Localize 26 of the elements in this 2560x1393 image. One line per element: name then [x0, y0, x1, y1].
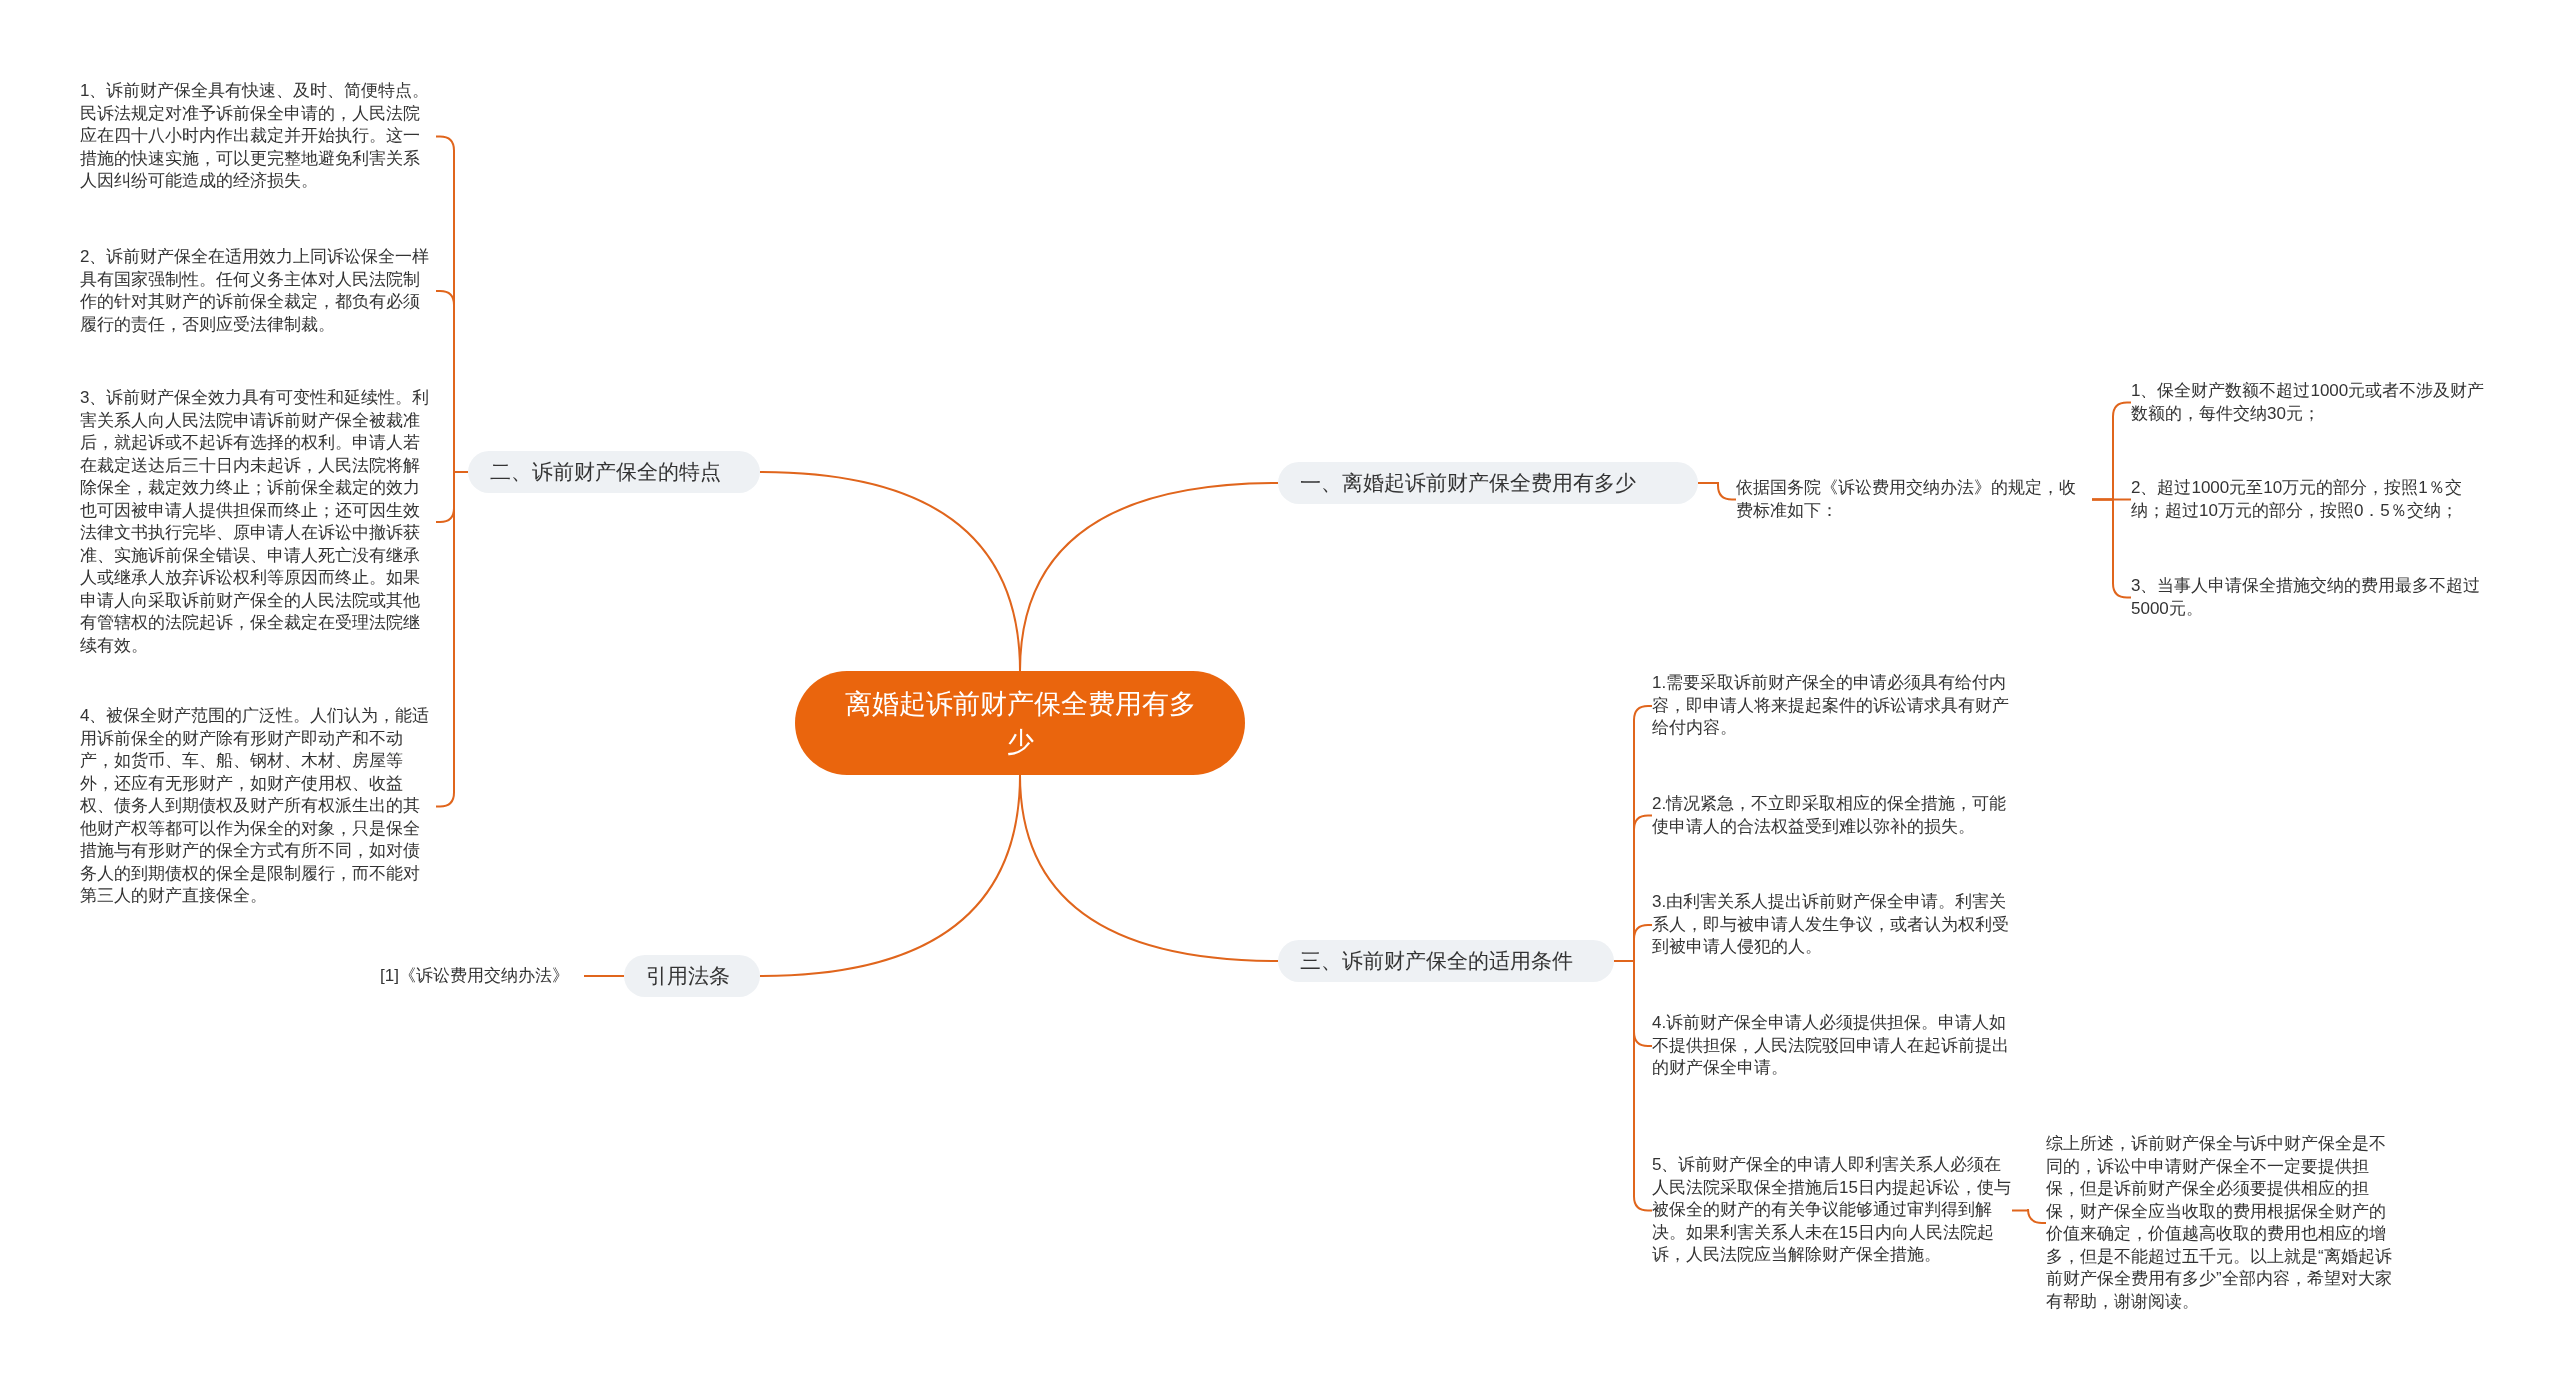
topic-pill: 引用法条	[624, 955, 760, 997]
topic-text: 3、诉前财产保全效力具有可变性和延续性。利害关系人向人民法院申请诉前财产保全被裁准后，就起诉或不起诉有选择的权利。申请人若在裁定送达后三十日内未起诉，人民法院将解除保全，裁定效力终止；诉前保全裁定的效力也可因被申请人提供担保而终止；还可因生效法律文书执行完毕、原申请人在诉讼中撤诉获准、实施诉前保全错误、申请人死亡没有继承人或继承人放弃诉讼权利等原因而终止。如果申请人向采取诉前财产保全的人民法院或其他有管辖权的法院起诉，保全裁定在受理法院继续有效。	[80, 387, 436, 657]
connector-line	[435, 471, 469, 808]
topic-text: 1.需要采取诉前财产保全的申请必须具有给付内容，即申请人将来提起案件的诉讼请求具有财产给付内容。	[1652, 672, 2012, 740]
topic-text: 5、诉前财产保全的申请人即利害关系人必须在人民法院采取保全措施后15日内提起诉讼，使与被保全的财产的有关争议能够通过审判得到解决。如果利害关系人未在15日内向人民法院起诉，人民法院应当解除财产保全措施。	[1652, 1154, 2012, 1267]
topic-text: 3、当事人申请保全措施交纳的费用最多不超过5000元。	[2131, 575, 2491, 620]
topic-text: 3.由利害关系人提出诉前财产保全申请。利害关系人，即与被申请人发生争议，或者认为权利受到被申请人侵犯的人。	[1652, 891, 2012, 959]
connector-line	[759, 774, 1021, 977]
topic-pill: 一、离婚起诉前财产保全费用有多少	[1278, 462, 1698, 504]
connector-line	[2011, 1208, 2047, 1224]
connector-line	[583, 975, 625, 977]
topic-text: 4.诉前财产保全申请人必须提供担保。申请人如不提供担保，人民法院驳回申请人在起诉前提出的财产保全申请。	[1652, 1012, 2012, 1080]
topic-text: 综上所述，诉前财产保全与诉中财产保全是不同的，诉讼中申请财产保全不一定要提供担保，但是诉前财产保全必须要提供相应的担保，财产保全应当收取的费用根据保全财产的价值来确定，价值越高收取的费用也相应的增多，但是不能超过五千元。以上就是“离婚起诉前财产保全费用有多少”全部内容，希望对大家有帮助，谢谢阅读。	[2046, 1133, 2402, 1313]
topic-text: 2、超过1000元至10万元的部分，按照1％交纳；超过10万元的部分，按照0．5％交纳；	[2131, 477, 2491, 522]
topic-text: [1]《诉讼费用交纳办法》	[380, 965, 584, 988]
topic-text: 1、保全财产数额不超过1000元或者不涉及财产数额的，每件交纳30元；	[2131, 380, 2491, 425]
topic-text: 依据国务院《诉讼费用交纳办法》的规定，收费标准如下：	[1736, 477, 2092, 522]
topic-text: 4、被保全财产范围的广泛性。人们认为，能适用诉前保全的财产除有形财产即动产和不动产，如货币、车、船、钢材、木材、房屋等外，还应有无形财产，如财产使用权、收益权、债务人到期债权及财产所有权派生出的其他财产权等都可以作为保全的对象，只是保全措施与有形财产的保全方式有所不同，如对债务人的到期债权的保全是限制履行，而不能对第三人的财产直接保全。	[80, 705, 436, 908]
central-topic: 离婚起诉前财产保全费用有多少	[795, 671, 1245, 775]
connector-line	[759, 471, 1021, 672]
connector-line	[1697, 482, 1737, 501]
topic-text: 2.情况紧急，不立即采取相应的保全措施，可能使申请人的合法权益受到难以弥补的损失。	[1652, 793, 2012, 838]
topic-text: 2、诉前财产保全在适用效力上同诉讼保全一样具有国家强制性。任何义务主体对人民法院制作的针对其财产的诉前保全裁定，都负有必须履行的责任，否则应受法律制裁。	[80, 246, 436, 336]
topic-pill: 二、诉前财产保全的特点	[468, 451, 760, 493]
topic-pill: 三、诉前财产保全的适用条件	[1278, 940, 1614, 982]
topic-text: 1、诉前财产保全具有快速、及时、简便特点。民诉法规定对准予诉前保全申请的，人民法院应在四十八小时内作出裁定并开始执行。这一措施的快速实施，可以更完整地避免利害关系人因纠纷可能造成的经济损失。	[80, 80, 436, 193]
